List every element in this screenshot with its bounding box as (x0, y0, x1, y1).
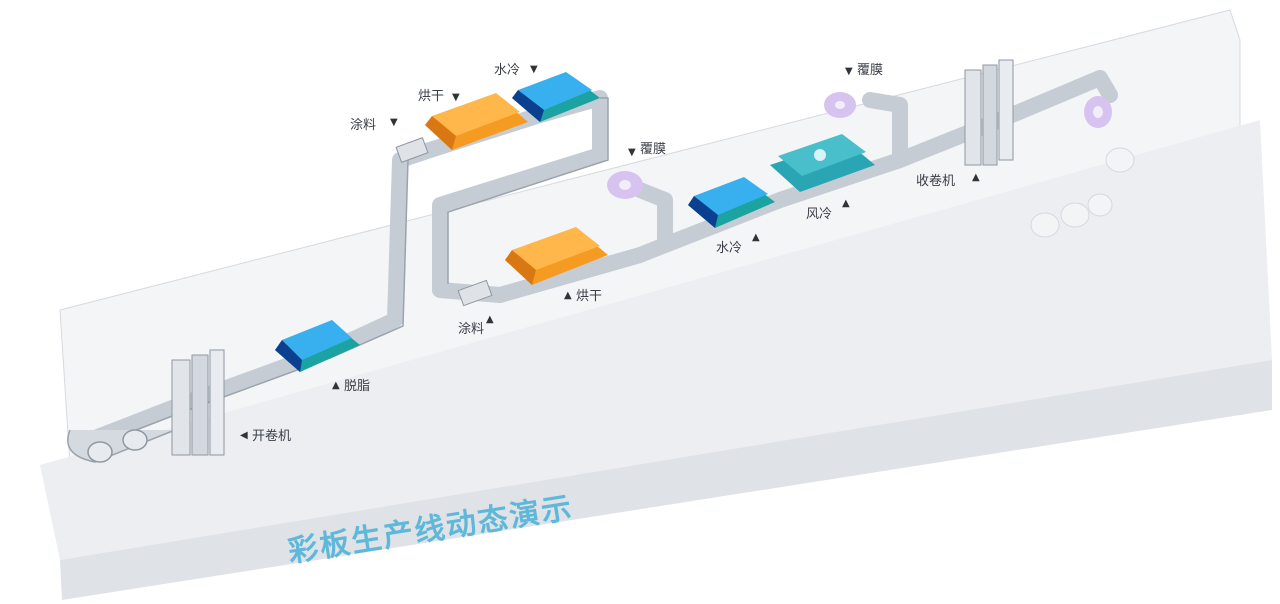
water-cooler-mid-side (688, 196, 718, 228)
looper-right (964, 59, 1014, 166)
label-recoiler-right: 收卷机 ▲ (916, 172, 980, 189)
finished-coils (1030, 147, 1135, 238)
platform-front-face (60, 360, 1272, 600)
coater-lower (457, 279, 493, 307)
coat-lower-label: 涂料 (458, 321, 484, 337)
coat-upper-label: 涂料 (350, 117, 376, 133)
uncoiler-left (67, 349, 225, 463)
finished-coil-3 (1060, 202, 1090, 228)
arrow-down-icon: ▼ (628, 147, 636, 158)
arrow-down-icon: ▼ (845, 66, 853, 77)
label-coat-lower: 涂料 ▲ (458, 314, 494, 337)
film-upper-label: 覆膜 (857, 63, 883, 78)
film-roll-upper-core (835, 101, 845, 109)
water-cooler-upper-side (512, 90, 544, 122)
arrow-up-icon: ▲ (564, 290, 572, 301)
strip-edge-upper (447, 97, 609, 284)
film-roll-lower-core (619, 180, 631, 190)
water-cooler-upper-top (518, 72, 592, 110)
dry-lower-label: 烘干 (576, 289, 602, 304)
looper-left-panel-3 (209, 349, 225, 456)
label-film-upper: ▼ 覆膜 (845, 63, 883, 78)
uncoiler-left-roll-2 (122, 429, 148, 451)
looper-right-panel-1 (964, 69, 982, 166)
coater-upper (395, 137, 429, 163)
degrease-side (275, 340, 302, 372)
recoiler-right (1084, 96, 1112, 128)
looper-left-panel-1 (171, 359, 191, 456)
strip-right-run (892, 70, 1118, 168)
arrow-up-icon: ▲ (752, 232, 760, 243)
water-cool-lower-label: 水冷 (716, 241, 742, 256)
looper-left-panel-2 (191, 354, 209, 456)
oven-lower-side (505, 250, 536, 285)
uncoiler-left-label: 开卷机 (252, 428, 291, 444)
uncoiler-left-roll-1 (87, 441, 113, 463)
oven-upper-side (425, 116, 456, 150)
degrease-unit (275, 320, 360, 372)
label-dry-upper: 烘干 ▼ (418, 89, 460, 104)
air-cooler (770, 134, 875, 192)
looper-right-panel-2 (982, 64, 998, 166)
arrow-down-icon: ▼ (530, 64, 538, 75)
platform (40, 9, 1272, 600)
platform-top-surface (40, 120, 1272, 560)
water-cooler-upper (512, 72, 600, 122)
recoiler-right-label: 收卷机 (916, 173, 955, 189)
coater-upper-body (395, 137, 429, 163)
film-roll-lower (607, 171, 643, 199)
arrow-up-icon: ▲ (972, 172, 980, 183)
oven-upper-top (432, 93, 520, 136)
arrow-up-icon: ▲ (842, 198, 850, 209)
label-water-cool-upper: 水冷 ▼ (494, 63, 538, 78)
water-cooler-mid-top (694, 177, 768, 215)
arrow-up-icon: ▲ (332, 380, 340, 391)
oven-lower (505, 227, 608, 285)
oven-upper (425, 93, 528, 150)
arrow-down-icon: ▼ (452, 92, 460, 103)
arrow-up-icon: ▲ (486, 314, 494, 325)
label-dry-lower: ▲ 烘干 (564, 289, 602, 304)
arrow-left-icon: ◀ (240, 430, 248, 441)
water-cool-upper-label: 水冷 (494, 63, 520, 78)
oven-lower-top (512, 227, 600, 270)
recoiler-right-core (1093, 106, 1103, 118)
label-uncoiler-left: ◀ 开卷机 (240, 428, 291, 444)
label-air-cool: 风冷 ▲ (806, 198, 850, 222)
label-degrease: ▲ 脱脂 (332, 379, 370, 394)
label-coat-upper: 涂料 ▼ (350, 117, 398, 133)
finished-coil-1 (1105, 147, 1135, 173)
degrease-top (282, 320, 352, 360)
water-cooler-mid (688, 177, 775, 228)
film-roll-upper (824, 92, 856, 118)
degrease-label: 脱脂 (344, 379, 370, 394)
film-lower-label: 覆膜 (640, 142, 666, 157)
air-cool-label: 风冷 (806, 207, 832, 222)
finished-coil-2 (1030, 212, 1060, 238)
dry-upper-label: 烘干 (418, 89, 444, 104)
air-cooler-fan-icon (814, 149, 826, 161)
label-water-cool-lower: 水冷 ▲ (716, 232, 760, 256)
finished-coil-4 (1087, 193, 1113, 217)
label-film-lower: ▼ 覆膜 (628, 142, 666, 158)
coater-lower-body (457, 279, 493, 307)
arrow-down-icon: ▼ (390, 117, 398, 128)
looper-right-panel-3 (998, 59, 1014, 161)
